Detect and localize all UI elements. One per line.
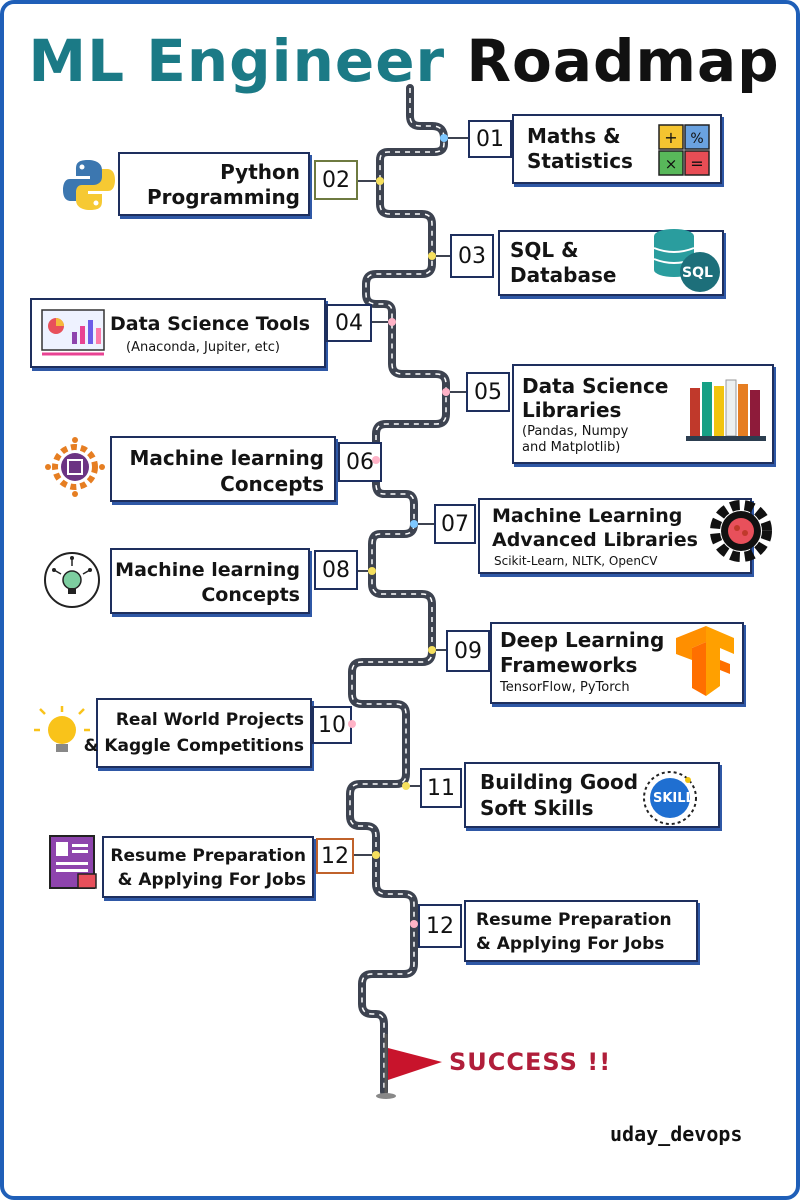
step-02-number: 02 <box>314 160 358 200</box>
step-12a-card: Resume Preparation & Applying For Jobs <box>102 836 314 898</box>
step-09-title-line2: Frameworks <box>500 653 638 677</box>
tensorflow-logo-icon <box>676 626 734 696</box>
idea-bulb-icon <box>34 706 90 752</box>
road-light <box>428 252 436 260</box>
step-10-card: Real World Projects & Kaggle Competition… <box>84 698 312 768</box>
step-10-title-line1: Real World Projects <box>115 710 304 730</box>
brain-gear-icon <box>710 500 772 562</box>
road-light <box>402 782 410 790</box>
step-02-title-line2: Programming <box>146 185 300 209</box>
ml-gear-icon <box>45 437 105 497</box>
step-09-card: Deep Learning Frameworks TensorFlow, PyT… <box>490 622 744 704</box>
step-10-title-line2: & Kaggle Competitions <box>83 736 304 756</box>
svg-text:%: % <box>690 131 703 147</box>
step-01-title-line1: Maths & <box>527 124 621 148</box>
step-11-card: Building Good Soft Skills SKILL <box>464 762 720 828</box>
step-01-card: Maths & Statistics + % × = <box>512 114 722 184</box>
resume-document-icon <box>49 835 97 889</box>
road-light <box>388 318 396 326</box>
step-11-title-line2: Soft Skills <box>480 796 594 820</box>
svg-text:×: × <box>665 155 678 173</box>
step-07-subtitle: Scikit-Learn, NLTK, OpenCV <box>494 554 658 568</box>
step-08-card: Machine learning Concepts <box>110 548 310 614</box>
step-12b-title-line1: Resume Preparation <box>476 910 672 930</box>
road-light <box>376 177 384 185</box>
step-12b-title-line2: & Applying For Jobs <box>476 934 665 954</box>
step-03-title-line1: SQL & <box>510 238 579 262</box>
step-03-number: 03 <box>450 234 494 278</box>
road-light <box>368 567 376 575</box>
lightbulb-network-icon <box>44 552 100 608</box>
step-03-card: SQL & Database SQL <box>498 229 724 296</box>
calculator-icon: + % × = <box>658 124 710 176</box>
sql-badge-label: SQL <box>682 265 713 281</box>
step-08-title-line2: Concepts <box>201 584 300 606</box>
python-logo-icon <box>63 160 115 210</box>
skill-badge-label: SKILL <box>653 791 694 806</box>
road-light <box>442 388 450 396</box>
step-12b-card: Resume Preparation & Applying For Jobs <box>464 900 698 962</box>
success-label: SUCCESS !! <box>449 1048 612 1076</box>
step-08-title-line1: Machine learning <box>115 559 300 581</box>
svg-text:=: = <box>690 154 703 173</box>
step-12a-number: 12 <box>316 838 354 874</box>
step-07-card: Machine Learning Advanced Libraries Scik… <box>478 498 772 574</box>
step-07-title-line2: Advanced Libraries <box>492 529 698 551</box>
step-01-title-line2: Statistics <box>527 149 633 173</box>
database-sql-icon <box>653 229 720 292</box>
step-04-number: 04 <box>326 304 372 342</box>
author-handle: uday_devops <box>610 1122 743 1146</box>
step-05-title-line2: Libraries <box>522 398 622 422</box>
title-part-1: ML Engineer <box>28 27 446 95</box>
road-light <box>410 920 418 928</box>
step-02-title-line1: Python <box>220 160 300 184</box>
step-10-number: 10 <box>312 706 352 744</box>
step-04-subtitle: (Anaconda, Jupiter, etc) <box>126 340 280 355</box>
step-07-number: 07 <box>434 504 476 544</box>
page-title: ML Engineer Roadmap <box>4 32 796 90</box>
svg-text:+: + <box>664 128 677 147</box>
step-05-number: 05 <box>466 372 510 412</box>
step-02-card: Python Programming <box>118 152 310 216</box>
road-light <box>372 851 380 859</box>
step-11-title-line1: Building Good <box>480 770 639 794</box>
title-part-2: Roadmap <box>466 27 780 95</box>
step-09-subtitle: TensorFlow, PyTorch <box>500 680 630 695</box>
step-05-subtitle-line2: and Matplotlib) <box>522 440 621 455</box>
step-07-title-line1: Machine Learning <box>492 505 683 527</box>
step-05-subtitle-line1: (Pandas, Numpy <box>522 424 629 439</box>
step-06-card: Machine learning Concepts <box>110 436 336 502</box>
step-12a-title-line1: Resume Preparation <box>110 846 306 866</box>
step-03-title-line2: Database <box>510 263 617 287</box>
road-light <box>440 134 448 142</box>
step-11-number: 11 <box>420 768 462 808</box>
step-06-title-line2: Concepts <box>220 472 324 496</box>
step-04-title: Data Science Tools <box>110 313 311 335</box>
data-dashboard-icon <box>41 309 105 356</box>
step-08-number: 08 <box>314 550 358 590</box>
step-09-title-line1: Deep Learning <box>500 628 665 652</box>
books-icon <box>686 379 766 441</box>
road-light <box>428 646 436 654</box>
step-09-number: 09 <box>446 630 490 672</box>
step-01-number: 01 <box>468 120 512 158</box>
step-12b-number: 12 <box>418 904 462 948</box>
step-06-title-line1: Machine learning <box>129 446 324 470</box>
step-05-title-line1: Data Science <box>522 374 669 398</box>
step-12a-title-line2: & Applying For Jobs <box>117 870 306 890</box>
step-05-card: Data Science Libraries (Pandas, Numpy an… <box>512 364 774 464</box>
step-04-card: Data Science Tools (Anaconda, Jupiter, e… <box>30 298 326 368</box>
road-light <box>348 720 356 728</box>
road-light <box>410 520 418 528</box>
road-light <box>372 456 380 464</box>
skill-badge-icon <box>643 771 697 825</box>
